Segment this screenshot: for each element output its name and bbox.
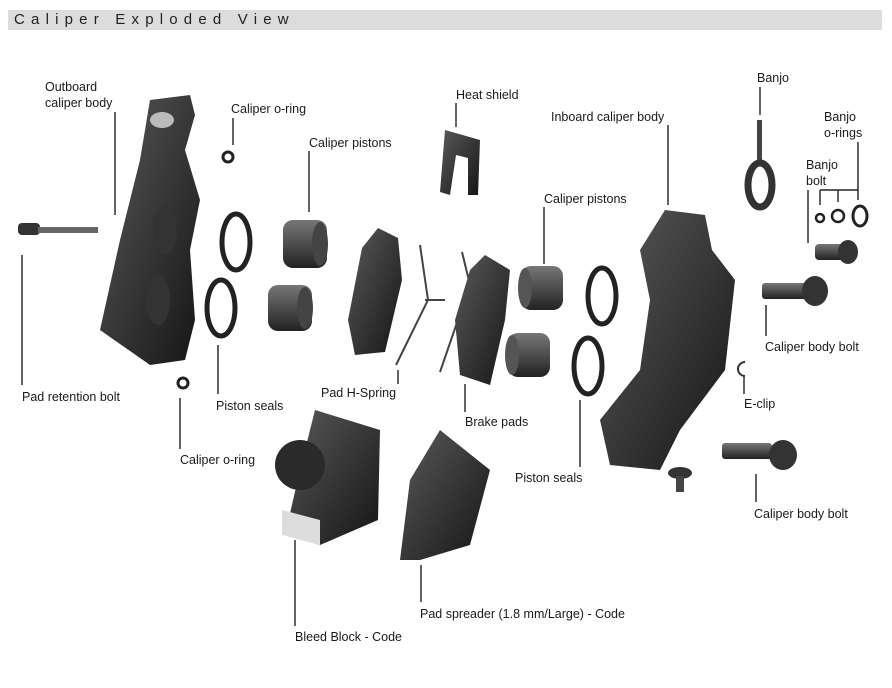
label-piston-seals-left: Piston seals: [216, 399, 284, 413]
caliper-body-bolt-part: [722, 440, 797, 470]
piston-seal-part: [585, 265, 619, 327]
pad-retention-bolt-part: [18, 223, 98, 235]
label-brake-pads: Brake pads: [465, 415, 529, 429]
label-line: o-rings: [824, 126, 863, 140]
label-eclip: E-clip: [744, 397, 776, 411]
label-line: Banjo: [806, 158, 838, 172]
banjo-part: [744, 120, 776, 211]
caliper-piston-part: [268, 285, 313, 331]
section-header: Caliper Exploded View: [8, 10, 882, 30]
inboard-caliper-body-part: [600, 210, 735, 470]
label-caliper-oring-bottom: Caliper o-ring: [180, 453, 256, 467]
brake-pad-part: [348, 228, 402, 355]
label-pad-spreader: Pad spreader (1.8 mm/Large) - Code: [420, 607, 625, 621]
label-line: Outboard: [45, 80, 98, 94]
label-banjo: Banjo: [757, 71, 789, 85]
label-banjo-orings: Banjo o-rings: [824, 109, 862, 141]
pad-spreader-part: [400, 430, 490, 560]
outboard-caliper-body-part: [100, 95, 200, 365]
label-line: bolt: [806, 174, 827, 188]
label-bleed-block: Bleed Block - Code: [295, 630, 403, 644]
label-caliper-pistons-left: Caliper pistons: [309, 136, 392, 150]
caliper-oring-part: [221, 150, 235, 164]
bleed-block-part: [275, 410, 380, 545]
leader-lines: [21, 87, 859, 626]
piston-seal-part: [204, 277, 238, 339]
label-outboard-caliper-body: Outboard caliper body: [45, 79, 112, 111]
label-caliper-body-bolt-bottom: Caliper body bolt: [754, 507, 848, 521]
label-pad-h-spring: Pad H-Spring: [321, 386, 397, 400]
banjo-oring-part: [830, 208, 846, 224]
bleed-screw-part: [668, 467, 692, 492]
caliper-body-bolt-part: [762, 276, 828, 306]
brake-pad-part: [455, 255, 510, 385]
label-piston-seals-right: Piston seals: [515, 471, 583, 485]
label-heat-shield: Heat shield: [456, 88, 519, 102]
banjo-oring-part: [851, 204, 869, 228]
heat-shield-part: [440, 130, 480, 195]
label-banjo-bolt: Banjo bolt: [806, 157, 838, 189]
eclip-part: [737, 361, 746, 377]
piston-seal-part: [571, 335, 605, 397]
banjo-bolt-part: [815, 240, 858, 264]
page-title: Caliper Exploded View: [14, 11, 295, 28]
caliper-piston-part: [518, 266, 563, 310]
caliper-oring-part: [176, 376, 190, 390]
banjo-oring-part: [814, 212, 826, 224]
label-caliper-oring-top: Caliper o-ring: [231, 102, 307, 116]
label-pad-retention-bolt: Pad retention bolt: [22, 390, 120, 404]
caliper-piston-part: [505, 333, 550, 377]
label-caliper-body-bolt-top: Caliper body bolt: [765, 340, 859, 354]
caliper-piston-part: [283, 220, 328, 268]
label-caliper-pistons-right: Caliper pistons: [544, 192, 627, 206]
label-inboard-caliper-body: Inboard caliper body: [551, 110, 665, 124]
piston-seal-part: [219, 211, 253, 273]
label-line: caliper body: [45, 96, 113, 110]
label-line: Banjo: [824, 110, 856, 124]
